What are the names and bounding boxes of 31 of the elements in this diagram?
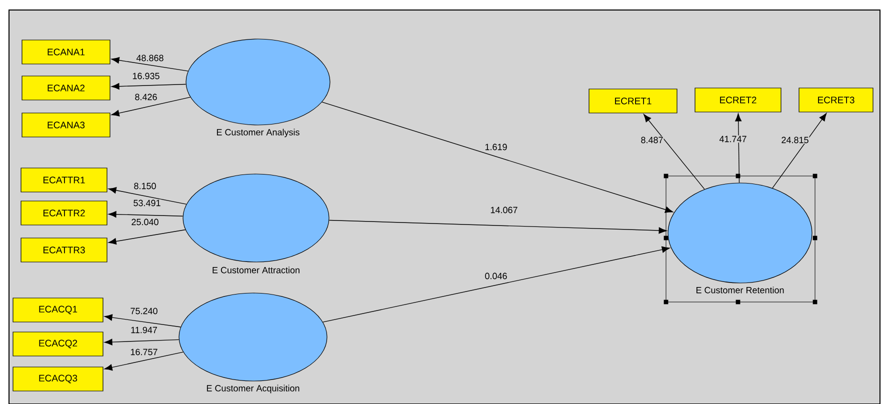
arrow: [111, 83, 186, 90]
indicator-box: ECRET1: [588, 88, 678, 114]
indicator-box: ECANA1: [22, 40, 110, 64]
arrow: [322, 246, 670, 322]
indicator-box: ECATTR3: [20, 238, 108, 262]
arrow: [644, 114, 705, 190]
ellipse-label: E Customer Retention: [696, 286, 784, 294]
ellipse-label: E Customer Attraction: [212, 266, 300, 274]
ellipse-label: E Customer Acquisition: [206, 384, 300, 394]
indicator-box: ECATTR2: [20, 200, 108, 226]
indicator-box: ECRET3: [798, 88, 874, 112]
arrow: [104, 352, 184, 371]
indicator-box: ECATTR1: [20, 168, 108, 192]
arrow: [104, 314, 181, 328]
arrow: [108, 211, 184, 218]
ellipse-label: E Customer Analysis: [216, 128, 300, 138]
indicator-box: ECACQ1: [12, 298, 104, 322]
arrow: [104, 338, 180, 346]
arrow: [108, 229, 186, 245]
indicator-box: ECRET2: [694, 88, 782, 112]
arrow: [111, 96, 191, 116]
arrow: [735, 113, 742, 184]
arrow: [322, 102, 674, 213]
indicator-box: ECANA3: [22, 112, 110, 138]
arrow: [328, 220, 667, 234]
arrow: [108, 187, 187, 205]
arrow: [772, 113, 827, 188]
indicator-box: ECANA2: [22, 76, 110, 100]
indicator-box: ECACQ2: [12, 332, 104, 356]
arrow: [111, 57, 188, 72]
indicator-box: ECACQ3: [12, 366, 104, 392]
